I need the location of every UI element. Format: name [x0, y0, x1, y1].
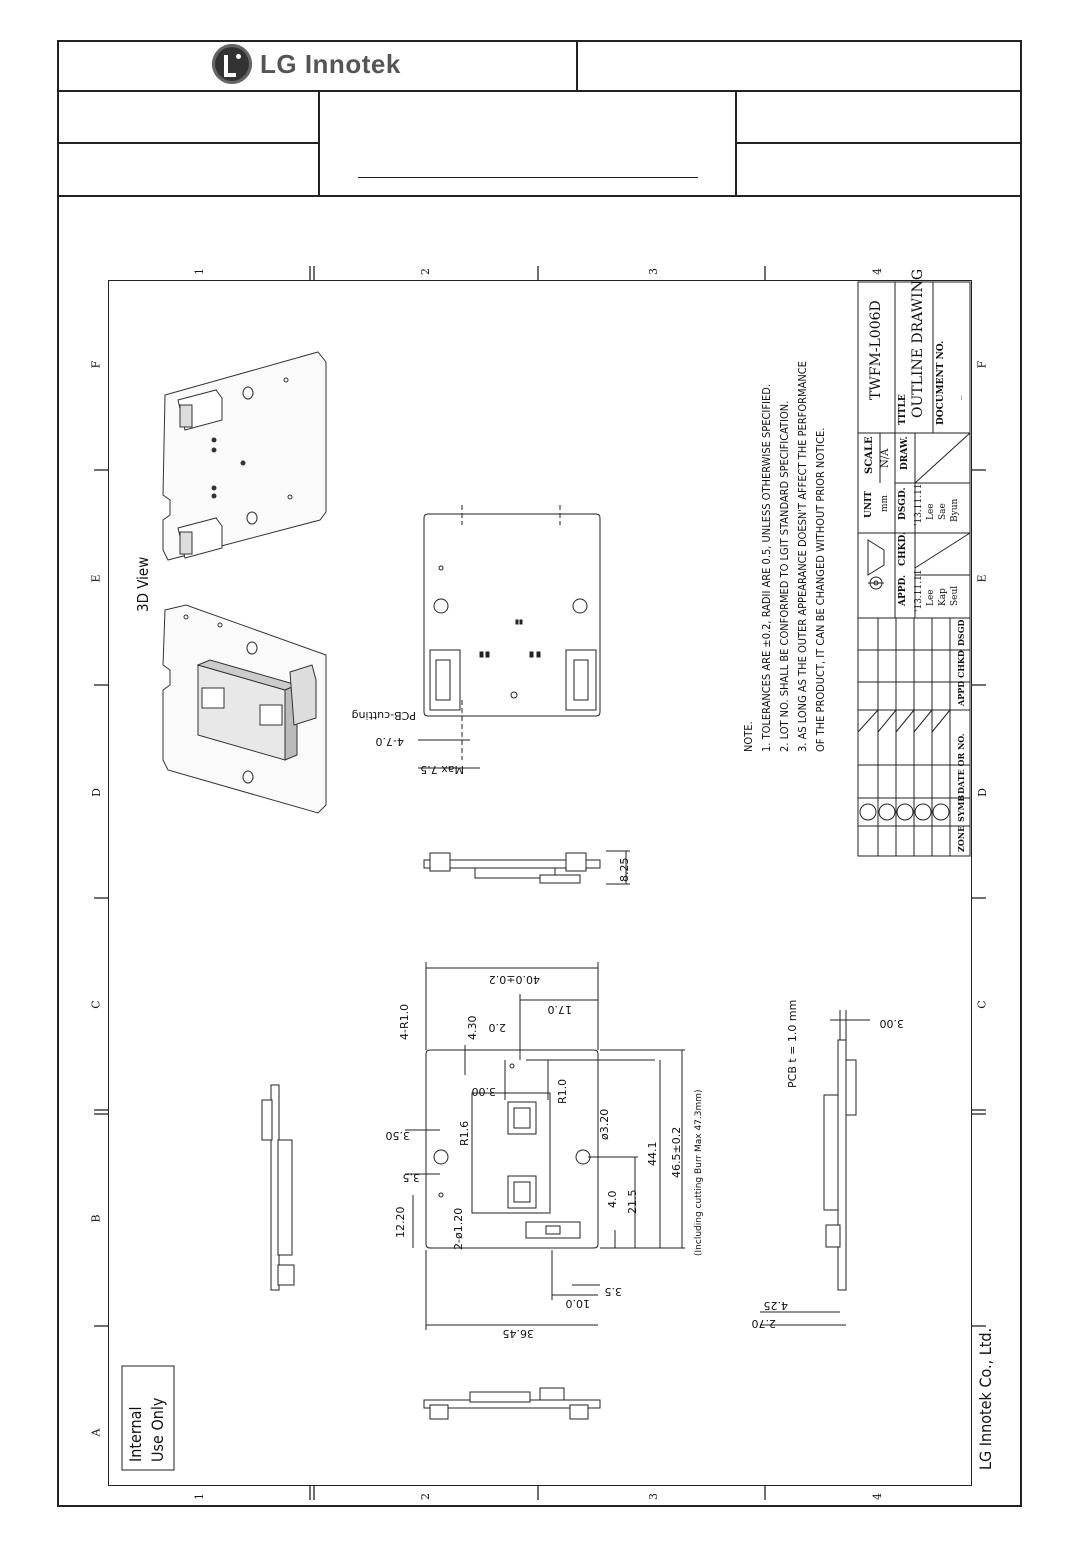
- appd-name-3: Seul: [950, 585, 960, 606]
- header-divider: [736, 142, 1022, 144]
- dsgd-name-2: Sae: [938, 503, 948, 520]
- dim-441: 44.1: [646, 1141, 659, 1167]
- drawing-frame: [57, 40, 1022, 1507]
- appd-date: '13.11.11: [914, 569, 924, 612]
- dim-430: 4.30: [466, 1015, 479, 1041]
- chkd-label: CHKD.: [898, 531, 908, 566]
- draw-label: DRAW.: [900, 436, 910, 470]
- internal-use-line2: Use Only: [148, 1397, 167, 1462]
- header-divider: [318, 90, 320, 196]
- unit-label: UNIT: [864, 491, 874, 518]
- rev-header-symb: SYMB: [956, 794, 966, 822]
- brand-name: LG Innotek: [260, 48, 401, 79]
- dsgd-name-1: Lee: [926, 503, 936, 520]
- scale-value: N/A: [880, 448, 891, 468]
- note-line-4: OF THE PRODUCT, IT CAN BE CHANGED WITHOU…: [814, 427, 827, 752]
- dsgd-date: '13.11.11: [914, 483, 924, 526]
- dim-425: 4.25: [763, 1299, 789, 1312]
- appd-label: APPD.: [898, 574, 908, 606]
- col-label-1-bottom: 1: [193, 1493, 206, 1500]
- document-label: DOCUMENT NO.: [936, 340, 946, 425]
- dim-400: 40.0±0.2: [488, 973, 540, 986]
- dim-465: 46.5±0.2: [670, 1126, 683, 1178]
- header-divider: [735, 90, 737, 196]
- col-label-4-bottom: 4: [871, 1493, 884, 1500]
- col-label-2-bottom: 2: [419, 1493, 432, 1500]
- rev-header-chkd: CHKD: [956, 650, 966, 678]
- title-label: TITLE: [898, 394, 908, 425]
- drawing-area: [108, 280, 972, 1486]
- internal-use-line1: Internal: [126, 1406, 145, 1462]
- company-footer: LG Innotek Co., Ltd.: [976, 1327, 995, 1470]
- row-label-d: D: [89, 788, 103, 797]
- part-number: TWFM-L006D: [868, 300, 884, 400]
- row-label-c-right: C: [975, 1000, 989, 1009]
- dim-pcb-cutting: PCB-cutting: [351, 709, 417, 722]
- col-label-3: 3: [647, 268, 660, 275]
- col-label-1: 1: [193, 268, 206, 275]
- internal-use-box: [121, 1365, 175, 1471]
- appd-name-1: Lee: [926, 589, 936, 606]
- row-label-a: A: [89, 1428, 103, 1437]
- row-label-f-right: F: [975, 360, 989, 369]
- appd-name-2: Kap: [938, 588, 948, 606]
- col-label-3-bottom: 3: [647, 1493, 660, 1500]
- dim-170: 17.0: [547, 1003, 573, 1016]
- dsgd-label: DSGD.: [898, 487, 908, 520]
- dim-pcb-thickness: PCB t = 1.0 mm: [786, 999, 799, 1088]
- row-label-e: E: [89, 574, 103, 583]
- dim-270: 2.70: [751, 1317, 777, 1330]
- drawing-title: OUTLINE DRAWING: [910, 268, 926, 418]
- note-line-2: 2. LOT NO. SHALL BE CONFORMED TO LGIT ST…: [778, 400, 791, 752]
- dim-phi120: 2-ø1.20: [452, 1207, 465, 1250]
- lg-logo-icon: [212, 44, 252, 84]
- dim-1220: 12.20: [394, 1206, 407, 1239]
- dim-825: 8.25: [618, 857, 631, 883]
- header-divider: [57, 90, 1022, 92]
- dim-3645: 36.45: [502, 1327, 535, 1340]
- dim-300b: 3.00: [879, 1017, 905, 1030]
- unit-value: mm: [880, 494, 890, 512]
- view-3d-label: 3D View: [134, 556, 152, 612]
- rev-header-appd: APPD: [956, 680, 966, 706]
- rev-header-zone: ZONE: [956, 825, 966, 852]
- rev-header-date: DATE OR NO.: [956, 733, 966, 794]
- row-label-f: F: [89, 360, 103, 369]
- scale-label: SCALE: [864, 436, 875, 474]
- dim-40: 4.0: [606, 1190, 619, 1209]
- row-label-c: C: [89, 1000, 103, 1009]
- note-line-3: 3. AS LONG AS THE OUTER APPEARANCE DOESN…: [796, 361, 809, 752]
- dim-350: 3.50: [385, 1129, 411, 1142]
- dim-4r10: 4-R1.0: [398, 1003, 411, 1040]
- col-label-4: 4: [871, 268, 884, 275]
- col-label-2: 2: [419, 268, 432, 275]
- dim-20: 2.0: [488, 1021, 507, 1034]
- document-value: _: [952, 395, 962, 401]
- dim-phi320: ø3.20: [598, 1108, 611, 1140]
- dim-300: 3.00: [471, 1085, 497, 1098]
- dim-4-70: 4-7.0: [375, 735, 404, 748]
- dim-35b: 3.5: [604, 1285, 623, 1298]
- dsgd-name-3: Byun: [950, 498, 960, 522]
- signature-line: [358, 177, 698, 178]
- row-label-d-right: D: [975, 788, 989, 797]
- dim-215: 21.5: [626, 1189, 639, 1215]
- rev-header-dsgd: DSGD: [956, 619, 966, 646]
- dim-incl-burr: (Including cutting Burr Max 47.3mm): [694, 1089, 704, 1256]
- row-label-e-right: E: [975, 574, 989, 583]
- header-divider: [57, 195, 1022, 197]
- header-divider: [576, 40, 578, 90]
- dim-100: 10.0: [565, 1297, 591, 1310]
- dim-r10: R1.0: [556, 1078, 569, 1104]
- dim-max-75: Max 7.5: [420, 763, 464, 776]
- row-label-b: B: [89, 1214, 103, 1223]
- dim-r16: R1.6: [458, 1120, 471, 1146]
- notes-heading: NOTE.: [742, 721, 755, 752]
- dim-35a: 3.5: [402, 1171, 421, 1184]
- header-divider: [57, 142, 319, 144]
- brand-logo: LG Innotek: [212, 44, 401, 84]
- note-line-1: 1. TOLERANCES ARE ±0.2, RADII ARE 0.5, U…: [760, 384, 773, 752]
